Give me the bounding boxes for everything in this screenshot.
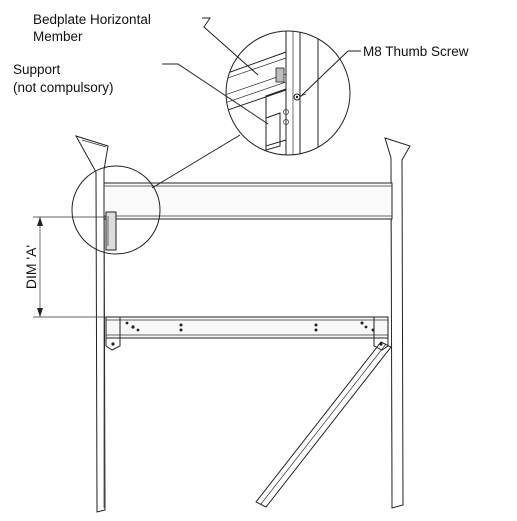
detail-circle-small [71, 165, 161, 255]
label-thumb-screw: M8 Thumb Screw [299, 44, 469, 98]
svg-text:(not compulsory): (not compulsory) [13, 80, 114, 95]
svg-text:Member: Member [33, 29, 83, 44]
svg-text:Support: Support [13, 62, 61, 77]
dimension-a: DIM 'A' [23, 216, 106, 318]
label-bedplate: Bedplate Horizontal Member [33, 12, 259, 76]
left-upright [74, 135, 109, 513]
support-bracket [105, 211, 117, 251]
lower-horizontal-member [105, 316, 389, 351]
diagonal-brace [255, 341, 392, 508]
upper-horizontal-member [103, 182, 393, 220]
dimension-label: DIM 'A' [23, 245, 39, 289]
label-support: Support (not compulsory) [13, 62, 269, 125]
svg-text:M8 Thumb Screw: M8 Thumb Screw [363, 44, 469, 59]
detail-magnified-view [225, 30, 351, 156]
detail-leader [151, 134, 241, 189]
svg-text:Bedplate Horizontal: Bedplate Horizontal [33, 12, 151, 27]
